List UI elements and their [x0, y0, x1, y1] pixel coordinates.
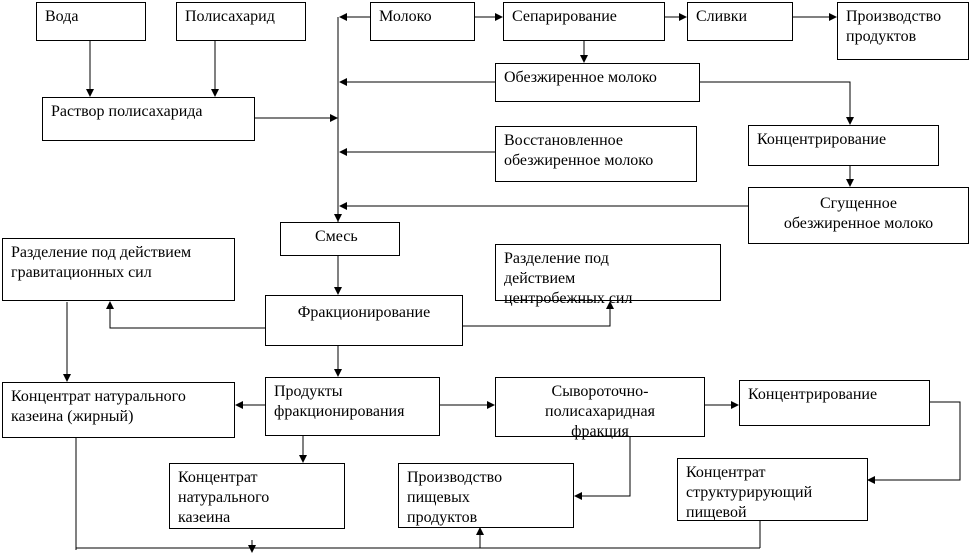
node-fraction-products-label: Продукты фракционирования — [274, 383, 405, 420]
node-water: Вода — [36, 2, 146, 41]
node-food-production-label: Производство пищевых продуктов — [407, 469, 503, 526]
node-milk: Молоко — [370, 2, 475, 41]
node-casein-fat-label: Концентрат натурального казеина (жирный) — [11, 388, 186, 425]
node-fraction-products: Продукты фракционирования — [265, 377, 440, 436]
node-concentration-bottom: Концентрирование — [739, 380, 930, 426]
node-concentration-bottom-label: Концентрирование — [748, 386, 878, 403]
node-mixture-label: Смесь — [315, 228, 358, 245]
node-restored-skim: Восстановленное обезжиренное молоко — [495, 126, 697, 182]
node-fractionation: Фракционирование — [265, 295, 463, 346]
node-polysaccharide-solution: Раствор полисахарида — [42, 97, 255, 141]
edge-skim-to-concentration — [700, 81, 854, 125]
node-whey-polysaccharide: Сывороточно- полисахаридная фракция — [495, 377, 705, 440]
node-gravity-separation-label: Разделение под действием гравитационных … — [11, 244, 192, 281]
node-concentration-top: Концентрирование — [748, 125, 939, 166]
node-whey-polysaccharide-label: Сывороточно- полисахаридная фракция — [545, 383, 655, 440]
node-mixture: Смесь — [280, 222, 400, 256]
node-structuring-concentrate: Концентрат структурирующий пищевой — [677, 458, 868, 521]
node-milk-label: Молоко — [379, 8, 432, 25]
node-casein-concentrate-label: Концентрат натурального казеина — [178, 469, 270, 526]
node-polysaccharide-label: Полисахарид — [185, 8, 275, 25]
node-production-top: Производство продуктов — [837, 2, 969, 60]
node-separation: Сепарирование — [503, 2, 665, 41]
node-skim-milk: Обезжиренное молоко — [495, 63, 700, 102]
node-water-label: Вода — [45, 8, 79, 25]
node-concentration-top-label: Концентрирование — [757, 131, 887, 148]
node-separation-label: Сепарирование — [512, 8, 617, 25]
node-cream-label: Сливки — [696, 8, 748, 25]
node-polysaccharide-solution-label: Раствор полисахарида — [51, 103, 203, 120]
node-cream: Сливки — [687, 2, 793, 41]
node-gravity-separation: Разделение под действием гравитационных … — [2, 238, 235, 301]
node-casein-concentrate: Концентрат натурального казеина — [169, 463, 345, 529]
node-centrifugal-separation-label: Разделение под действием центробежных си… — [504, 250, 633, 307]
node-restored-skim-label: Восстановленное обезжиренное молоко — [504, 132, 654, 169]
edge-whey-to-food — [574, 436, 631, 500]
edge-fractionation-to-gravity — [106, 301, 265, 329]
node-fractionation-label: Фракционирование — [297, 304, 431, 321]
node-production-top-label: Производство продуктов — [846, 8, 942, 45]
node-structuring-concentrate-label: Концентрат структурирующий пищевой — [686, 464, 813, 521]
node-skim-milk-label: Обезжиренное молоко — [504, 69, 657, 86]
node-condensed-skim: Сгущенное обезжиренное молоко — [748, 187, 969, 244]
node-condensed-skim-label: Сгущенное обезжиренное молоко — [783, 195, 934, 232]
node-centrifugal-separation: Разделение под действием центробежных си… — [495, 244, 721, 307]
node-polysaccharide: Полисахарид — [176, 2, 306, 41]
node-food-production: Производство пищевых продуктов — [398, 463, 574, 528]
node-casein-fat: Концентрат натурального казеина (жирный) — [2, 382, 235, 438]
